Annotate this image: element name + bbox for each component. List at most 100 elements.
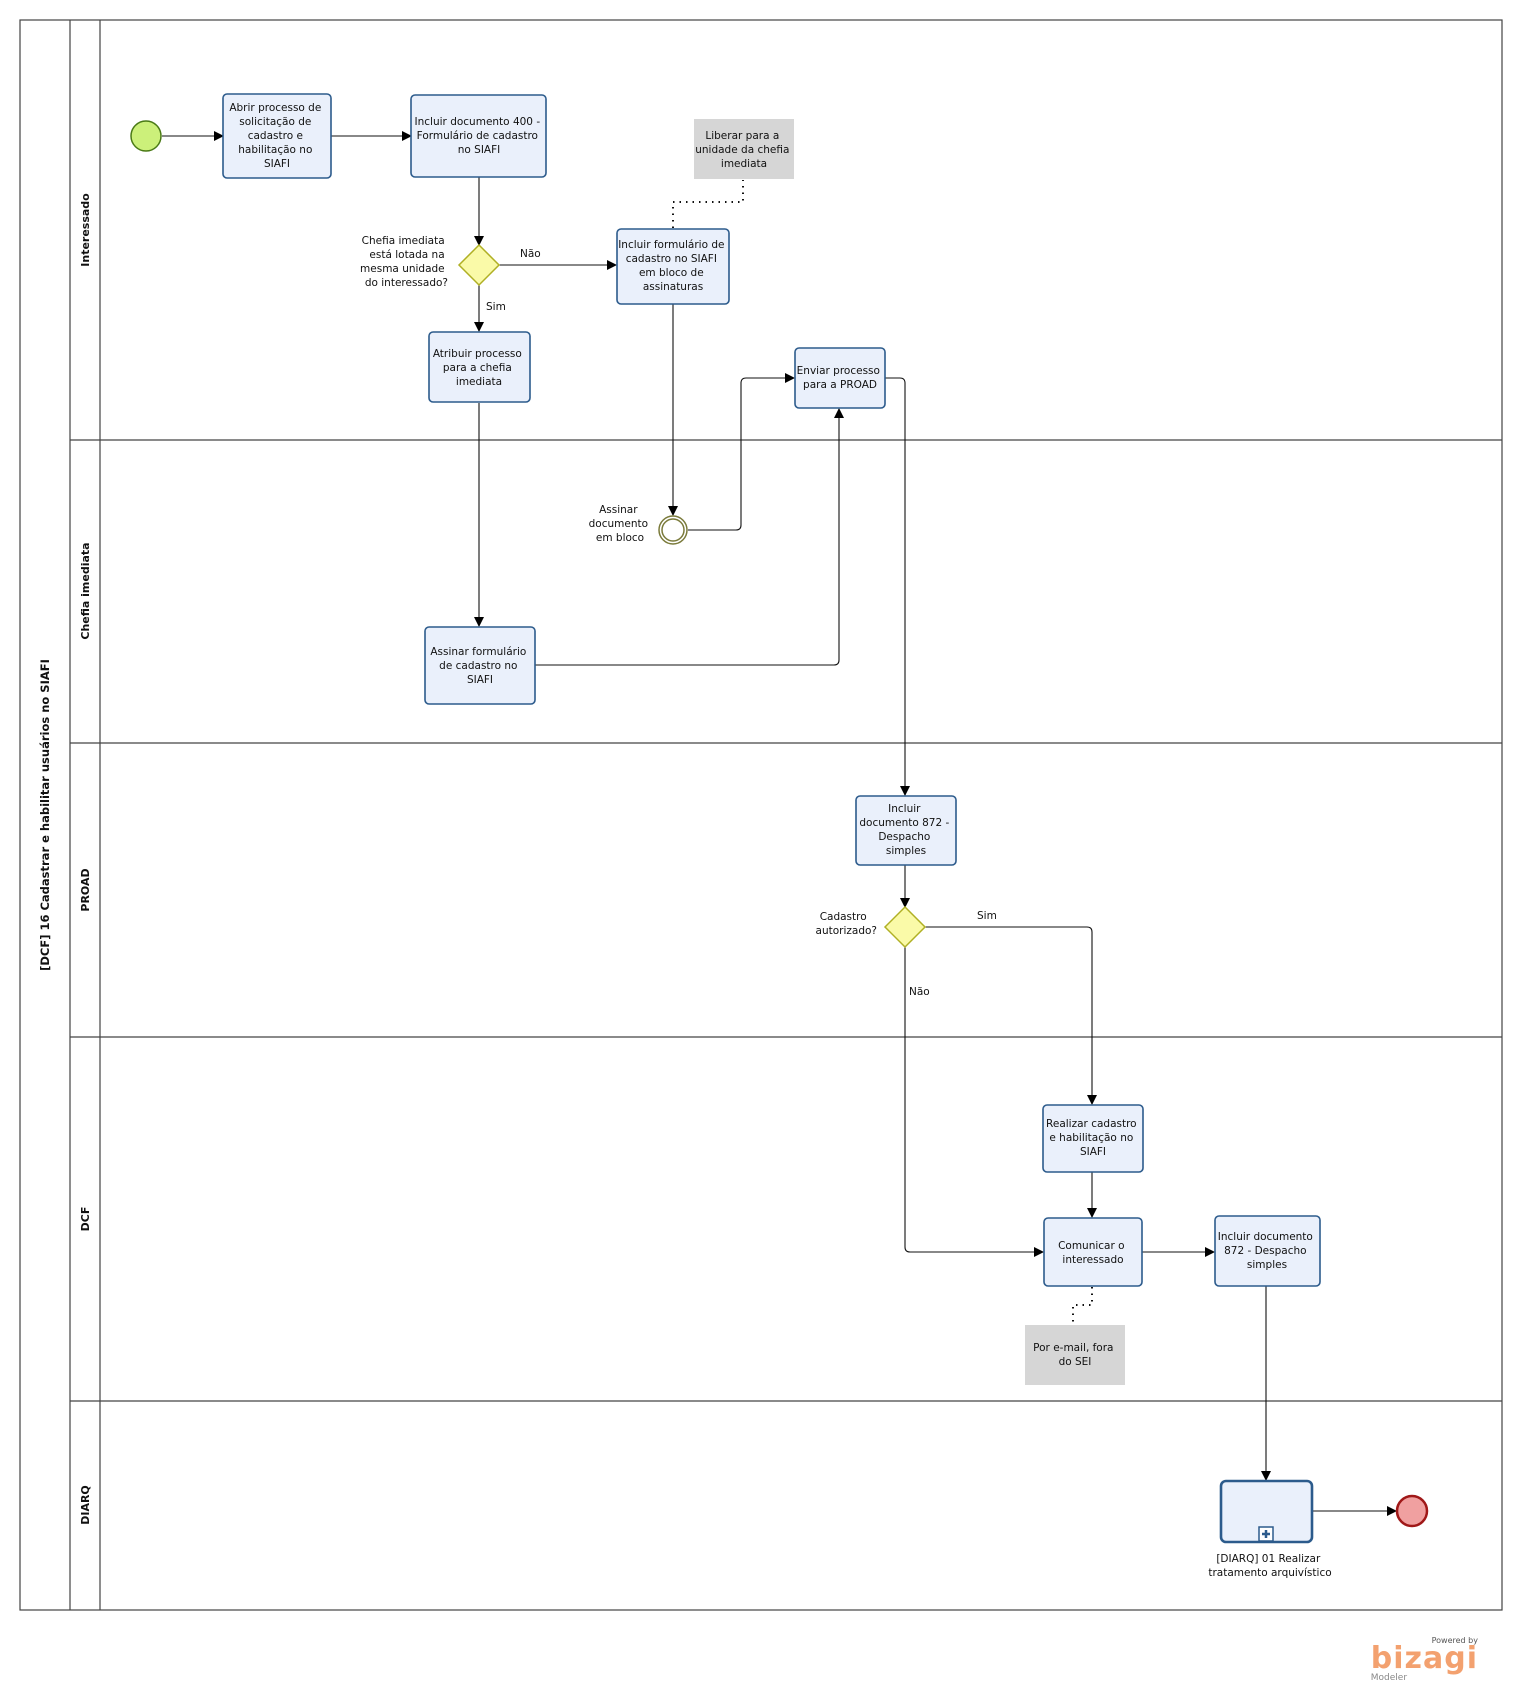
svg-text:Enviar processo para a P: Enviar processo para a PROAD <box>797 365 884 391</box>
task-enviar-line-1: Enviar processo <box>797 365 880 377</box>
event-assinar-label-1: Assinar <box>599 504 638 516</box>
task-incluir872a-line-3: Despacho <box>878 831 930 843</box>
intermediate-event-assinar[interactable] <box>658 515 688 545</box>
annotation-liberar-line-3: imediata <box>721 158 767 170</box>
gateway-cadastro-label-1: Cadastro <box>820 911 867 923</box>
task-incluir-documento-872-dcf[interactable]: Incluir documento 872 - Despacho simples <box>1214 1215 1321 1287</box>
task-incluir872b-line-1: Incluir documento <box>1218 1231 1313 1243</box>
task-atribuir-line-3: imediata <box>456 376 502 388</box>
lane-label-interessado: Interessado <box>79 193 92 267</box>
task-realizar-line-1: Realizar cadastro <box>1046 1118 1137 1130</box>
svg-text:Comunicar o interessado: Comunicar o interessado <box>1058 1240 1128 1266</box>
annotation-email-line-1: Por e-mail, fora <box>1033 1342 1113 1354</box>
annotation-liberar-line-1: Liberar para a <box>705 130 779 142</box>
flow-assinarform-enviar <box>535 408 844 666</box>
flow-event-enviar <box>688 373 795 531</box>
task-bloco-line-1: Incluir formulário de <box>618 239 724 251</box>
subprocess-diarq[interactable] <box>1219 1479 1314 1544</box>
task-enviar-processo-proad[interactable]: Enviar processo para a PROAD <box>794 347 886 409</box>
task-abrir-line-1: Abrir processo de <box>229 102 321 114</box>
gateway-chefia-label-1: Chefia imediata <box>362 235 445 247</box>
pool: [DCF] 16 Cadastrar e habilitar usuários … <box>19 19 1503 1611</box>
event-assinar-label-2: documento <box>589 518 648 530</box>
task-assinarform-line-1: Assinar formulário <box>430 646 526 658</box>
svg-text:Por e-mail, fora do SEI: Por e-mail, fora do SEI <box>1033 1342 1117 1368</box>
gateway-cadastro[interactable] <box>883 905 927 949</box>
annotation-liberar-line-2: unidade da chefia <box>695 144 789 156</box>
svg-text:[DIARQ] 01 Realizar tratam: [DIARQ] 01 Realizar tratamento arquivíst… <box>1208 1553 1331 1579</box>
flow-gateway2-sim <box>925 926 1097 1105</box>
annotation-email-line-2: do SEI <box>1059 1356 1092 1368</box>
task-incluir872b-line-3: simples <box>1247 1259 1287 1271</box>
lane-label-chefia: Chefia imediata <box>79 542 92 639</box>
gateway-chefia-label-4: do interessado? <box>365 277 448 289</box>
start-event[interactable] <box>130 120 162 152</box>
task-atribuir-line-1: Atribuir processo <box>433 348 522 360</box>
gateway-chefia[interactable] <box>457 243 501 287</box>
sequence-flows <box>162 131 1397 1516</box>
task-assinar-formulario[interactable]: Assinar formulário de cadastro no SIAFI <box>424 626 536 705</box>
task-enviar-line-2: para a PROAD <box>803 379 877 391</box>
svg-text:Atribuir processo para a: Atribuir processo para a chefia imediata <box>433 348 525 388</box>
lane-label-proad: PROAD <box>79 868 92 911</box>
flow-label-nao-1: Não <box>520 248 541 260</box>
task-realizar-line-3: SIAFI <box>1080 1146 1106 1158</box>
task-bloco-line-3: em bloco de <box>639 267 704 279</box>
task-incluir400-line-3: no SIAFI <box>458 144 501 156</box>
logo-brand: bizagi <box>1370 1641 1478 1676</box>
svg-text:Assinar formulário de ca: Assinar formulário de cadastro no SIAFI <box>430 646 529 686</box>
task-atribuir-line-2: para a chefia <box>443 362 512 374</box>
expand-plus-icon[interactable] <box>1258 1526 1274 1542</box>
bizagi-logo: Powered by bizagi Modeler <box>1371 1636 1478 1683</box>
svg-text:Cadastro autorizado?: Cadastro autorizado? <box>816 911 877 937</box>
task-abrir-line-4: habilitação no <box>238 144 312 156</box>
gateway-chefia-label-2: está lotada na <box>369 249 444 261</box>
task-incluir-documento-400[interactable]: Incluir documento 400 - Formulário de ca… <box>410 94 547 178</box>
svg-text:Incluir formulário de ca: Incluir formulário de cadastro no SIAFI … <box>618 239 728 293</box>
flow-enviar-incluir872 <box>885 377 910 796</box>
logo-product: Modeler <box>1370 1673 1408 1683</box>
annotation-liberar: Liberar para a unidade da chefia imediat… <box>694 119 794 179</box>
task-abrir-line-5: SIAFI <box>264 158 290 170</box>
task-atribuir-processo[interactable]: Atribuir processo para a chefia imediata <box>428 331 531 403</box>
annotation-associations <box>672 180 1093 1324</box>
task-incluir872a-line-4: simples <box>886 845 926 857</box>
svg-text:Incluir documento 872 -: Incluir documento 872 - Despacho simples <box>859 803 952 857</box>
task-realizar-cadastro[interactable]: Realizar cadastro e habilitação no SIAFI <box>1042 1104 1144 1173</box>
flow-label-sim-2: Sim <box>977 910 997 922</box>
task-incluir400-line-1: Incluir documento 400 - <box>415 116 541 128</box>
lane-label-diarq: DIARQ <box>79 1485 92 1525</box>
gateway-chefia-label-3: mesma unidade <box>360 263 445 275</box>
subprocess-label-line-1: [DIARQ] 01 Realizar <box>1216 1553 1321 1565</box>
task-incluir-documento-872-proad[interactable]: Incluir documento 872 - Despacho simples <box>855 795 957 866</box>
svg-text:Realizar cadastro e habi: Realizar cadastro e habilitação no SIAFI <box>1046 1118 1140 1158</box>
svg-text:Incluir documento 400 -: Incluir documento 400 - Formulário de ca… <box>415 116 544 156</box>
task-bloco-line-2: cadastro no SIAFI <box>626 253 717 265</box>
flow-gateway2-nao <box>904 947 1044 1257</box>
svg-text:Assinar documento em b: Assinar documento em bloco <box>589 504 652 544</box>
task-assinarform-line-2: de cadastro no <box>439 660 517 672</box>
end-event[interactable] <box>1395 1494 1429 1528</box>
event-assinar-label-3: em bloco <box>596 532 644 544</box>
task-bloco-line-4: assinaturas <box>643 281 703 293</box>
logo-powered-by: Powered by <box>1431 1636 1478 1645</box>
svg-text:Liberar para a unidade d: Liberar para a unidade da chefia imediat… <box>695 130 793 170</box>
task-incluir872a-line-2: documento 872 - <box>859 817 949 829</box>
task-assinarform-line-3: SIAFI <box>467 674 493 686</box>
gateway-cadastro-label-2: autorizado? <box>816 925 877 937</box>
task-incluir872b-line-2: 872 - Despacho <box>1224 1245 1306 1257</box>
task-abrir-line-3: cadastro e <box>248 130 303 142</box>
task-incluir872a-line-1: Incluir <box>888 803 921 815</box>
flow-label-nao-2: Não <box>909 986 930 998</box>
task-abrir-processo[interactable]: Abrir processo de solicitação de cadastr… <box>222 93 332 179</box>
pool-label: [DCF] 16 Cadastrar e habilitar usuários … <box>38 659 52 971</box>
task-realizar-line-2: e habilitação no <box>1049 1132 1133 1144</box>
task-comunicar-interessado[interactable]: Comunicar o interessado <box>1043 1217 1143 1287</box>
task-comunicar-line-2: interessado <box>1062 1254 1123 1266</box>
task-incluir-bloco-assinaturas[interactable]: Incluir formulário de cadastro no SIAFI … <box>616 228 730 305</box>
svg-text:Chefia imediata está lotad: Chefia imediata está lotada na mesma uni… <box>360 235 448 289</box>
task-comunicar-line-1: Comunicar o <box>1058 1240 1125 1252</box>
task-abrir-line-2: solicitação de <box>239 116 311 128</box>
subprocess-label-line-2: tratamento arquivístico <box>1208 1567 1331 1579</box>
